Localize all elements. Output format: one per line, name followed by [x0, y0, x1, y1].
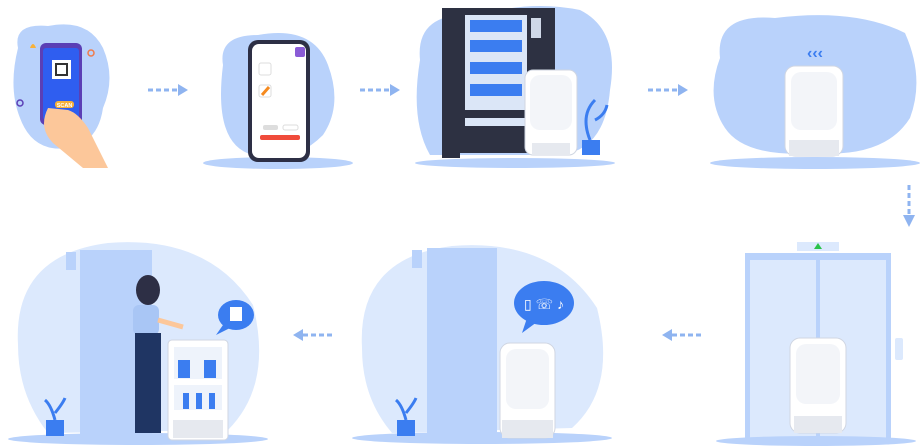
step-robot-depart: ‹‹‹: [705, 8, 920, 173]
step-scan-qr: SCAN: [8, 18, 118, 173]
flow-arrow-right: [648, 84, 688, 96]
scan-button-label: SCAN: [57, 103, 73, 109]
flow-arrow-left: [662, 329, 702, 341]
flow-arrow-down: [903, 185, 915, 227]
step-vending-machine: [410, 0, 620, 170]
step-deliver: [8, 235, 273, 447]
step-phone-order: [203, 25, 358, 175]
back-chevrons-icon: ‹‹‹: [807, 45, 823, 62]
flow-arrow-right: [148, 84, 188, 96]
flow-arrow-right: [360, 84, 400, 96]
step-arrive-notify: ▯ ☏ ♪: [352, 238, 617, 447]
flow-arrow-left: [293, 329, 333, 341]
notify-icons: ▯ ☏ ♪: [524, 296, 564, 312]
step-elevator: [712, 238, 920, 447]
